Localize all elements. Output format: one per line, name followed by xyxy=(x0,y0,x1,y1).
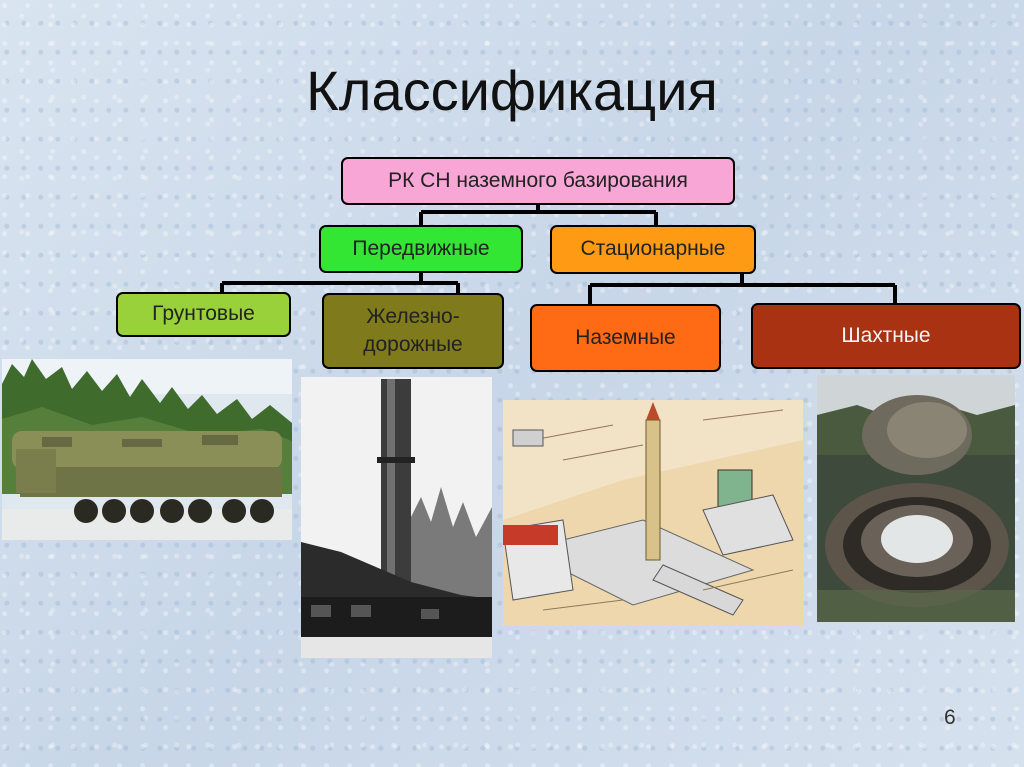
railway-launcher-photo xyxy=(301,377,492,658)
mobile-launcher-photo xyxy=(2,359,292,540)
connector-stationary-children xyxy=(588,273,897,305)
ground-road-node: Грунтовые xyxy=(116,292,291,337)
stationary-node: Стационарные xyxy=(550,225,756,274)
mobile-node: Передвижные xyxy=(319,225,523,273)
railway-node: Железно- дорожные xyxy=(322,293,504,369)
root-node: РК СН наземного базирования xyxy=(341,157,735,205)
silo-node: Шахтные xyxy=(751,303,1021,369)
surface-node: Наземные xyxy=(530,304,721,372)
slide-title: Классификация xyxy=(306,59,718,122)
surface-complex-drawing xyxy=(503,400,803,626)
connector-root-children xyxy=(419,200,658,228)
silo-launcher-photo xyxy=(817,375,1015,622)
connector-mobile-children xyxy=(220,272,460,295)
page-number: 6 xyxy=(944,706,956,729)
